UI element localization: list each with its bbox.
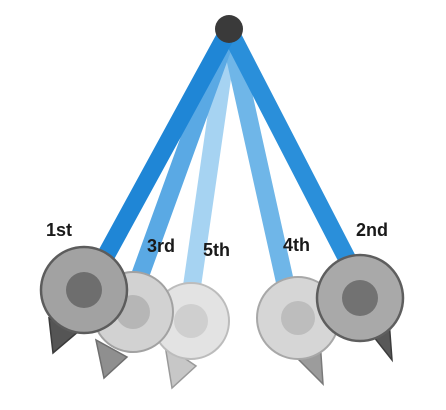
bob-center	[66, 272, 102, 308]
bob-center	[174, 304, 208, 338]
pendulum-bob-icon	[94, 338, 129, 380]
swing-label-5th: 5th	[203, 240, 230, 260]
rod-2nd	[220, 21, 367, 289]
rod-1st	[89, 21, 238, 279]
rod-5th	[181, 21, 238, 309]
bob-center	[342, 280, 378, 316]
swing-label-1st: 1st	[46, 220, 72, 240]
bob-1st	[39, 245, 129, 355]
bob-2nd	[315, 253, 405, 363]
pivot-icon	[215, 15, 243, 43]
bob-center	[281, 301, 315, 335]
swing-label-4th: 4th	[283, 235, 310, 255]
rod-4th	[220, 21, 298, 309]
pendulum-rods	[89, 21, 367, 309]
swing-label-2nd: 2nd	[356, 220, 388, 240]
swing-label-3rd: 3rd	[147, 236, 175, 256]
